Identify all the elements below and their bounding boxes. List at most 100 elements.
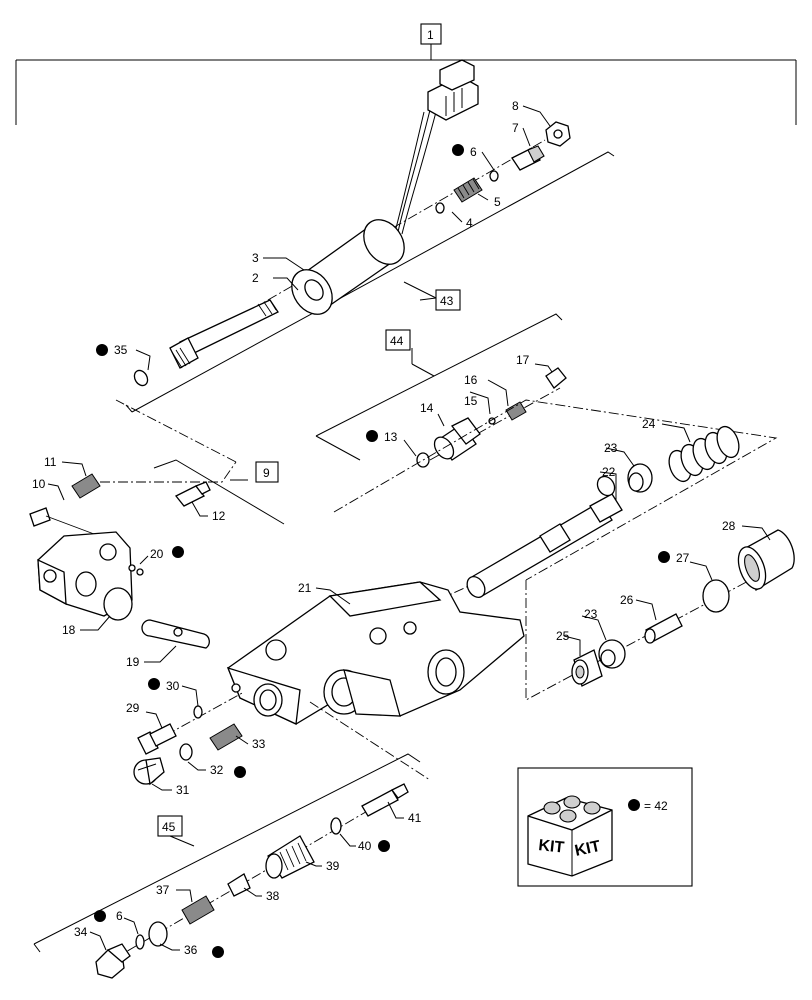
spring-33 — [209, 723, 243, 751]
callout-5: 5 — [494, 195, 501, 209]
plug-17 — [545, 367, 567, 389]
callout-6b: 6 — [116, 909, 123, 923]
callout-10: 10 — [32, 477, 46, 491]
callout-44: 44 — [390, 334, 404, 348]
cap-28 — [737, 529, 795, 591]
kit-label-right: KIT — [573, 838, 602, 860]
spring-seat-23-top — [627, 463, 653, 493]
callout-14: 14 — [420, 401, 434, 415]
valve-41 — [361, 783, 409, 817]
bottom-group — [33, 701, 431, 979]
spacer-25 — [571, 649, 603, 687]
callout-31: 31 — [176, 783, 190, 797]
callout-33: 33 — [252, 737, 266, 751]
callout-30: 30 — [166, 679, 180, 693]
left-plate-group — [29, 399, 285, 663]
o-ring-30 — [193, 705, 203, 719]
spool-group — [333, 399, 795, 701]
kit-label-left: KIT — [538, 837, 566, 857]
callout-19: 19 — [126, 655, 140, 669]
callout-20: 20 — [150, 547, 164, 561]
o-ring-32 — [179, 743, 193, 761]
valve-group — [315, 313, 567, 468]
callout-34: 34 — [74, 925, 88, 939]
relief-parts — [133, 685, 249, 791]
kit-dot-icon — [628, 799, 640, 811]
plug-29 — [137, 723, 177, 755]
callout-41: 41 — [408, 811, 422, 825]
callout-22: 22 — [602, 465, 616, 479]
callout-40: 40 — [358, 839, 372, 853]
o-ring-35 — [133, 369, 149, 387]
callout-18: 18 — [62, 623, 76, 637]
callout-17: 17 — [516, 353, 530, 367]
callout-9: 9 — [263, 466, 270, 480]
o-ring-27 — [702, 579, 730, 613]
spring-11 — [71, 473, 101, 499]
callout-39: 39 — [326, 859, 340, 873]
plug-34 — [95, 943, 131, 979]
o-ring-6 — [489, 170, 499, 182]
callout-6a: 6 — [470, 145, 477, 159]
spool-22 — [466, 475, 623, 598]
kit-markers — [94, 144, 670, 958]
assembly-bracket-1 — [15, 23, 797, 125]
poppet-38 — [227, 873, 251, 897]
callout-32: 32 — [210, 763, 224, 777]
o-ring-18 — [103, 587, 133, 621]
small-parts-20 — [128, 564, 144, 576]
callout-43: 43 — [440, 294, 454, 308]
solenoid-tube — [169, 299, 279, 369]
spring-37 — [181, 895, 215, 925]
callout-45: 45 — [162, 820, 176, 834]
callout-1: 1 — [427, 28, 434, 42]
connector-plug — [427, 59, 479, 121]
valve-12 — [174, 481, 211, 507]
kit-legend: KIT KIT = 42 — [517, 767, 693, 887]
nut-8 — [545, 121, 571, 147]
callout-38: 38 — [266, 889, 280, 903]
callout-15: 15 — [464, 394, 478, 408]
port-right — [427, 649, 465, 695]
cap-31 — [133, 757, 165, 786]
stop-26 — [644, 613, 683, 644]
callout-27: 27 — [676, 551, 690, 565]
callout-29: 29 — [126, 701, 140, 715]
plate-19 — [141, 619, 210, 649]
spring-24 — [668, 425, 740, 483]
callout-3: 3 — [252, 251, 259, 265]
callout-26: 26 — [620, 593, 634, 607]
callout-2: 2 — [252, 271, 259, 285]
callout-24: 24 — [642, 417, 656, 431]
callout-4: 4 — [466, 216, 473, 230]
valve-body-21 — [226, 581, 525, 725]
callout-8: 8 — [512, 99, 519, 113]
ball-15 — [488, 417, 496, 425]
spring-seat-23-bottom — [598, 639, 626, 669]
callout-37: 37 — [156, 883, 170, 897]
o-ring-6-bottom — [135, 934, 145, 950]
callout-11: 11 — [44, 455, 57, 469]
spring-5 — [453, 177, 483, 203]
kit-legend-text: = 42 — [644, 799, 668, 813]
callout-23a: 23 — [604, 441, 618, 455]
callout-21: 21 — [298, 581, 312, 595]
o-ring-4 — [435, 202, 445, 214]
spring-16 — [505, 401, 527, 421]
callout-16: 16 — [464, 373, 478, 387]
callout-13: 13 — [384, 430, 398, 444]
port-left — [253, 683, 283, 717]
callout-7: 7 — [512, 121, 519, 135]
callout-labels: 1 2 3 4 5 6 6 7 8 9 10 11 12 13 14 15 16… — [32, 28, 736, 957]
plunger-7 — [511, 145, 545, 171]
solenoid-coil — [291, 219, 405, 315]
callout-12: 12 — [212, 509, 226, 523]
callout-28: 28 — [722, 519, 736, 533]
callout-23b: 23 — [584, 607, 598, 621]
callout-25: 25 — [556, 629, 570, 643]
solenoid-group — [125, 59, 615, 413]
port-center — [323, 669, 401, 717]
callout-36: 36 — [184, 943, 198, 957]
kit-box-icon: KIT KIT — [527, 795, 613, 877]
